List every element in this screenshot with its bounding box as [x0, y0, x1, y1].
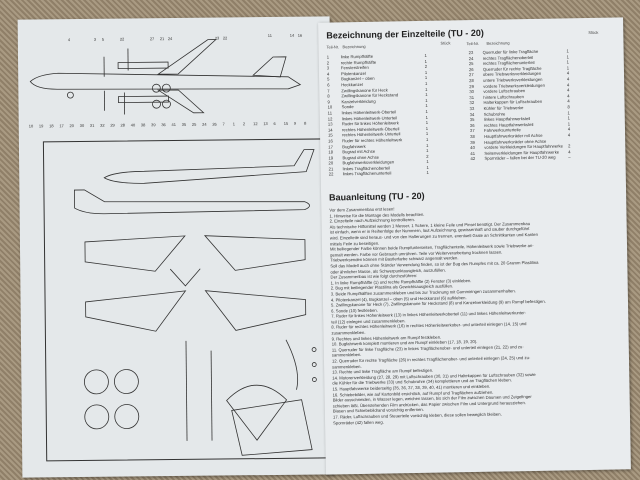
callout: 25 [192, 122, 197, 127]
callout: 4 [68, 37, 71, 42]
callout: 38 [141, 122, 146, 127]
callout: 15 [284, 121, 289, 126]
callout: 13 [263, 121, 268, 126]
callout: 36 [161, 122, 166, 127]
callout: 24 [202, 122, 207, 127]
fuselage-half-drawing [73, 189, 310, 215]
callout: 5 [102, 37, 105, 42]
callout: 16 [298, 33, 303, 38]
callout: 22 [120, 37, 125, 42]
tailplane-drawing [169, 268, 201, 287]
wing-lower [157, 89, 205, 114]
callout: 9 [294, 121, 297, 126]
callout: 10 [29, 123, 34, 128]
callout: 30 [80, 123, 85, 128]
callout: 8 [304, 121, 307, 126]
callout: 39 [151, 122, 156, 127]
callout: 41 [171, 122, 176, 127]
assembly-drawing-frame [42, 138, 329, 462]
callout: 35 [182, 122, 187, 127]
callout: 19 [39, 123, 44, 128]
fuselage-outline [29, 72, 302, 90]
callout: 22 [223, 35, 228, 40]
instructions-title: Bauanleitung (TU - 20) [329, 190, 425, 203]
col-name-2: Bezeichnung [486, 40, 510, 46]
part-name: linkes Tragflächenunterteil [342, 170, 392, 177]
callout: 23 [215, 36, 220, 41]
part-number: 22 [328, 171, 334, 178]
part-name: Spornräder – fallen bei der TU-20 weg [484, 154, 556, 162]
callout: 6 [273, 121, 276, 126]
col-qty-2: Stück [588, 29, 599, 35]
parts-list-title: Bezeichnung der Einzelteile (TU - 20) [326, 27, 484, 41]
part-quantity: – [568, 154, 571, 160]
part-number: 42 [470, 156, 476, 162]
decal-sheet-drawing [231, 399, 313, 456]
callout: 11 [268, 33, 273, 38]
callout: 2 [243, 121, 246, 126]
callout: 28 [120, 123, 125, 128]
part-quantity: 1 [426, 170, 429, 176]
callout: 12 [253, 121, 258, 126]
parts-list-row: 42 Spornräder – fallen bei der TU-20 weg – [470, 155, 574, 162]
fuselage-half-drawing [103, 149, 315, 184]
callout: 27 [150, 36, 155, 41]
wing-drawing [84, 235, 186, 272]
callout: 32 [100, 123, 105, 128]
col-part-no-2: Teil-Nr. [466, 40, 479, 47]
callout: 20 [69, 123, 74, 128]
callout: 14 [290, 33, 295, 38]
col-part-no: Teil-Nr. [326, 44, 340, 50]
wing-drawing [85, 290, 187, 332]
wing-drawing [204, 290, 307, 331]
callout: 18 [49, 123, 54, 128]
stand-drawing [285, 339, 299, 390]
wing-upper [156, 39, 217, 75]
parts-list-row: 22 linkes Tragflächenunterteil 1 [329, 170, 433, 177]
callout: 29 [110, 123, 115, 128]
callout: 21 [160, 36, 165, 41]
callout: 24 [168, 36, 173, 41]
instruction-sheet: Bezeichnung der Einzelteile (TU - 20) Te… [318, 17, 631, 475]
tail-fin [252, 56, 287, 78]
callout: 40 [131, 122, 136, 127]
callout: 3 [94, 37, 97, 42]
col-qty: Stück [440, 40, 451, 46]
callout: 31 [90, 123, 95, 128]
callout: 7 [222, 121, 225, 126]
col-name: Bezeichnung [342, 43, 366, 50]
parts-drawings [73, 149, 317, 456]
instructions-body: Vor dem Zusammenbau erst lesen!1. Hinwei… [329, 202, 623, 425]
callout: 1 [233, 121, 236, 126]
top-callouts: 4 3 5 22 27 21 24 23 22 11 14 16 [68, 33, 303, 42]
callout: 26 [212, 122, 217, 127]
canopy-drawing [226, 384, 288, 441]
wing-drawing [203, 235, 306, 271]
callout: 17 [59, 123, 64, 128]
